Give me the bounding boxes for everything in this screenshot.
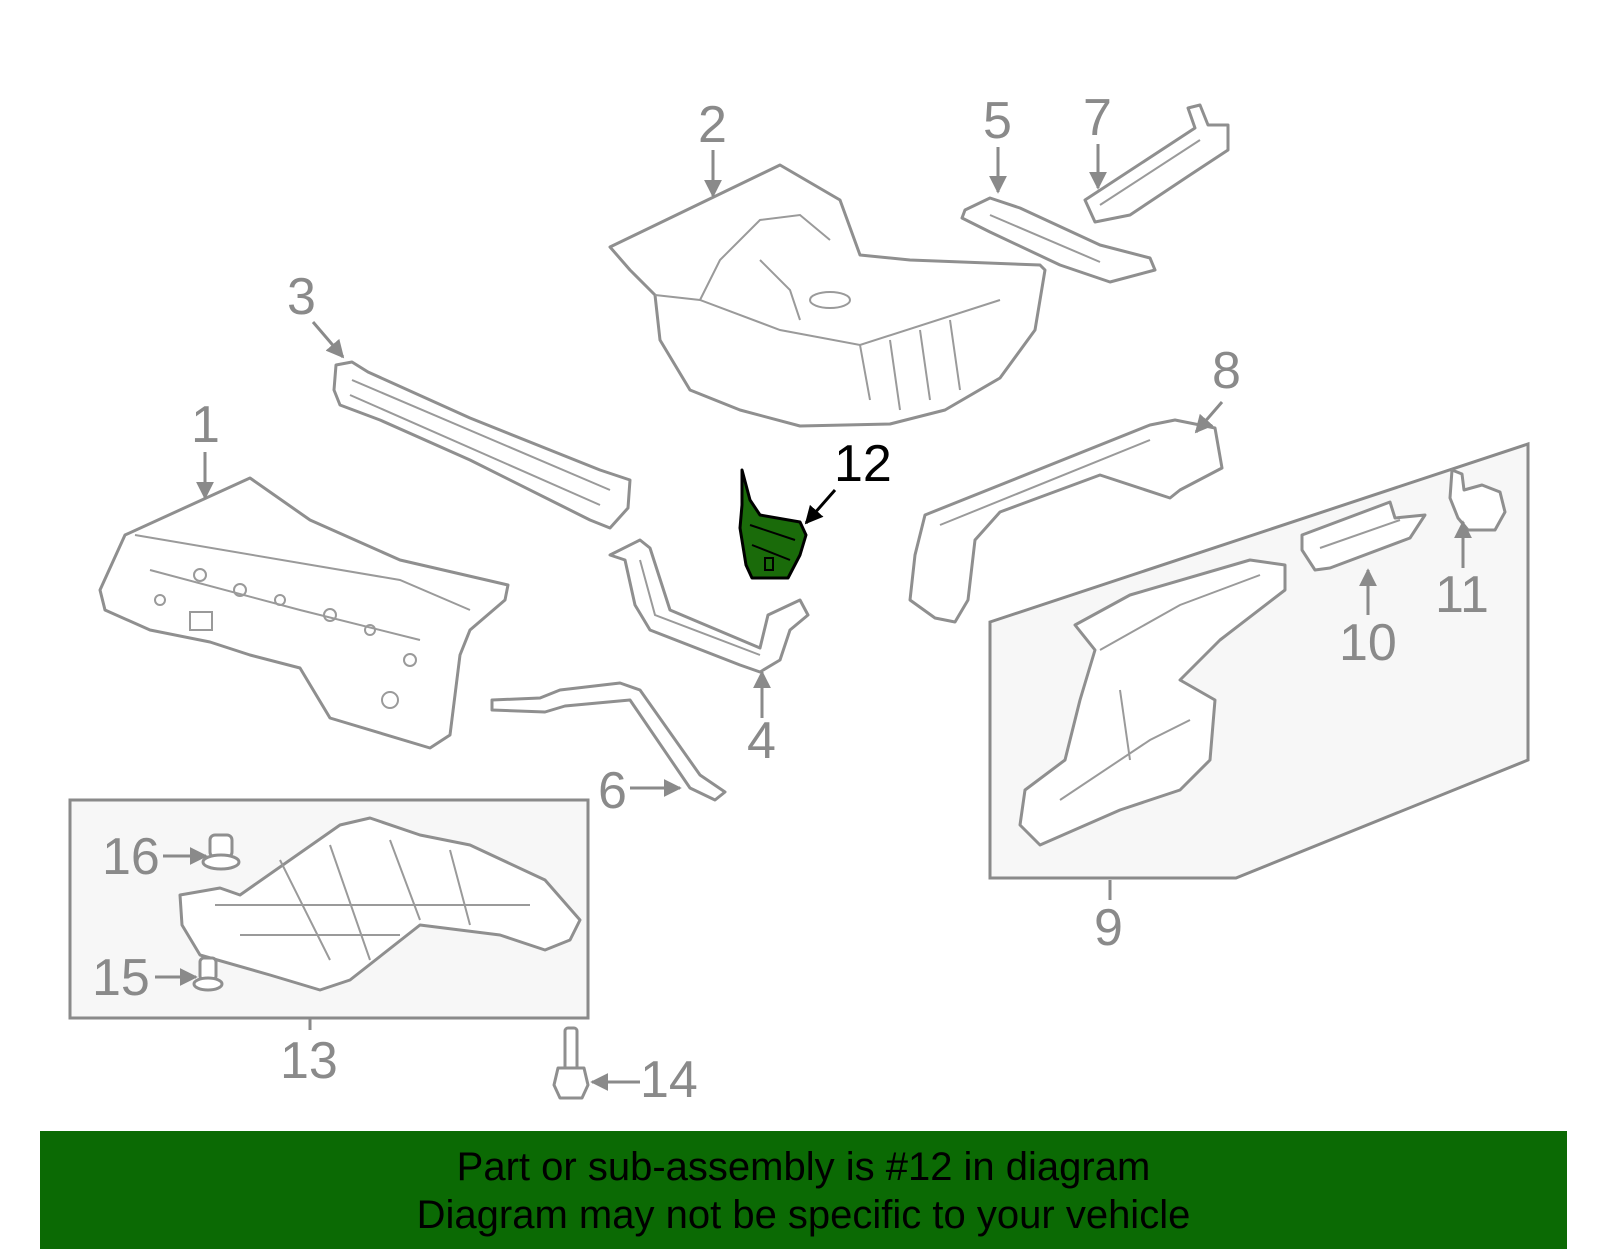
callout-13: 13 <box>280 1032 338 1090</box>
part-9-side-frame <box>1018 558 1287 847</box>
callout-5: 5 <box>983 92 1012 150</box>
banner-line-1: Part or sub-assembly is #12 in diagram <box>456 1145 1151 1189</box>
callout-9: 9 <box>1094 899 1123 957</box>
part-15-clip <box>192 956 224 992</box>
parts-diagram: 1 2 3 4 5 6 7 8 9 10 11 12 13 14 15 16 <box>68 89 1530 1109</box>
callout-14: 14 <box>640 1051 698 1109</box>
callout-2: 2 <box>698 96 727 154</box>
callout-3: 3 <box>287 268 316 326</box>
part-3-crossmember <box>332 360 632 530</box>
callout-12: 12 <box>834 435 892 493</box>
leader-lines <box>155 144 1472 1091</box>
callout-1: 1 <box>191 396 220 454</box>
part-2-rear-floor-pan <box>608 163 1047 428</box>
callout-15: 15 <box>92 949 150 1007</box>
part-6-rod <box>490 681 727 802</box>
part-5-bracket <box>960 196 1157 284</box>
part-4-brace <box>608 538 810 674</box>
part-7-bracket <box>1083 103 1230 224</box>
callout-6: 6 <box>598 762 627 820</box>
part-13-undercover <box>178 816 582 992</box>
part-14-bolt <box>552 1026 590 1100</box>
callout-7: 7 <box>1083 89 1112 147</box>
info-banner: Part or sub-assembly is #12 in diagram D… <box>40 1131 1567 1249</box>
part-12-highlighted-bracket <box>738 468 808 580</box>
callout-8: 8 <box>1212 342 1241 400</box>
callout-10: 10 <box>1339 614 1397 672</box>
callout-4: 4 <box>747 712 776 770</box>
part-1-rear-panel <box>98 476 510 750</box>
callout-16: 16 <box>102 828 160 886</box>
callout-11: 11 <box>1435 566 1489 624</box>
part-10-reinforcement <box>1300 500 1427 572</box>
part-11-bracket <box>1448 468 1507 532</box>
banner-line-2: Diagram may not be specific to your vehi… <box>416 1193 1191 1237</box>
